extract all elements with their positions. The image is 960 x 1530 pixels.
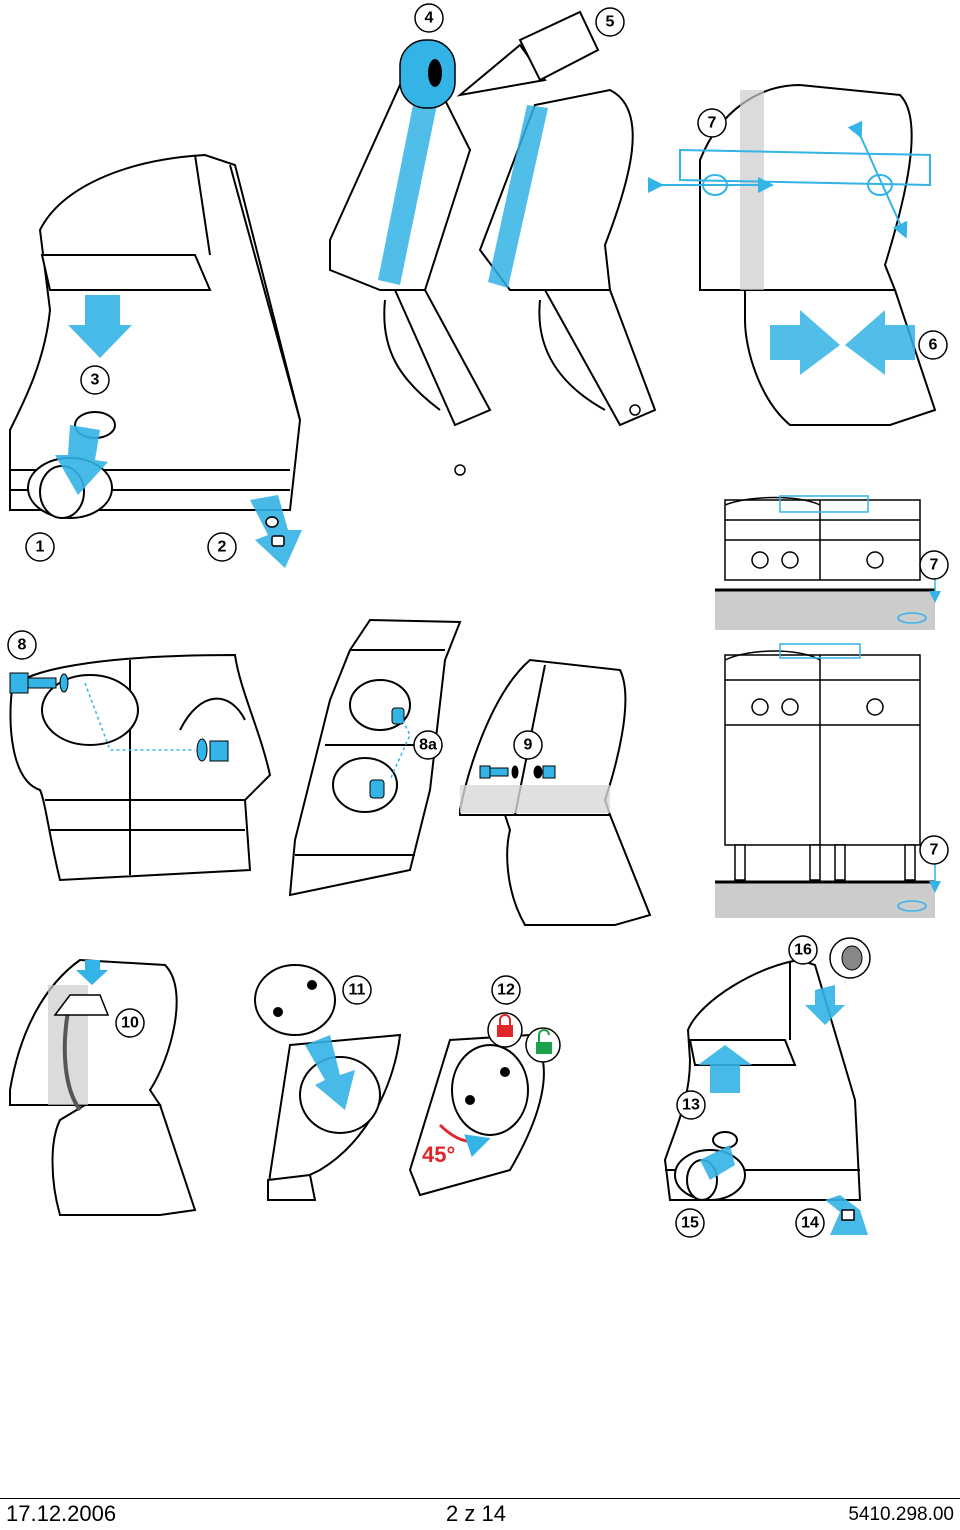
arrow-diagonal-icon xyxy=(305,1035,355,1110)
step-number-6: 6 xyxy=(929,337,938,354)
bolt-icon xyxy=(369,707,405,799)
figure-bolt-detail xyxy=(288,618,462,897)
alignment-bar xyxy=(779,643,861,659)
step-number-14: 14 xyxy=(801,1215,819,1232)
figure-sealing-tape xyxy=(329,83,657,427)
side-panel xyxy=(460,785,610,813)
step-number-15: 15 xyxy=(681,1215,699,1232)
padlock-closed-icon xyxy=(487,1012,523,1048)
figure-remove-knob xyxy=(9,153,302,519)
step-number-2: 2 xyxy=(218,539,227,556)
tape-strip xyxy=(378,95,548,288)
step-number-12: 12 xyxy=(497,982,515,999)
arrow-up-icon xyxy=(698,1045,752,1093)
alignment-line xyxy=(84,682,195,751)
step-number-7: 7 xyxy=(930,842,939,859)
push-arrows-icon xyxy=(770,310,915,375)
bolt-icon xyxy=(479,765,556,779)
angle-label: 45° xyxy=(422,1142,455,1167)
figure-joint-cover xyxy=(9,958,197,1216)
figure-adjust-feet-middle xyxy=(715,650,935,918)
tape-roll-icon xyxy=(399,39,456,109)
step-number-4: 4 xyxy=(425,10,434,27)
figure-rotate-lock xyxy=(408,1033,545,1197)
foot-screw-icon xyxy=(629,404,641,416)
knob-icon xyxy=(829,937,871,979)
step-number-8: 8 xyxy=(18,637,27,654)
step-number-16: 16 xyxy=(794,942,812,959)
step-badges xyxy=(7,3,949,1238)
joint-strip xyxy=(740,90,764,290)
step-number-7: 7 xyxy=(708,115,717,132)
page-footer: 17.12.2006 2 z 14 5410.298.00 xyxy=(0,1498,960,1530)
alignment-bar xyxy=(779,495,869,513)
cover-plate xyxy=(53,994,110,1016)
screw-icon xyxy=(841,1209,855,1221)
arrow-down-icon xyxy=(76,960,108,985)
bolt-icon xyxy=(9,672,229,762)
rotate-arrow-icon xyxy=(438,1123,491,1158)
step-number-1: 1 xyxy=(36,539,45,556)
step-number-3: 3 xyxy=(91,372,100,389)
padlock-open-icon xyxy=(525,1027,561,1063)
step-number-13: 13 xyxy=(682,1097,700,1114)
figure-insert-cap xyxy=(254,964,402,1201)
screw-icon xyxy=(265,516,285,547)
figure-join-modules xyxy=(699,83,937,426)
step-number-5: 5 xyxy=(606,14,615,31)
step-number-7: 7 xyxy=(930,557,939,574)
footer-document-number: 5410.298.00 xyxy=(848,1504,954,1525)
step-number-11: 11 xyxy=(349,982,366,999)
alignment-line xyxy=(389,714,411,781)
figure-reassemble xyxy=(663,958,862,1201)
step-number-9: 9 xyxy=(524,737,533,754)
glue-nozzle-icon xyxy=(456,10,600,97)
arrow-diagonal-icon xyxy=(55,425,302,568)
foot-screw-icon xyxy=(454,464,466,476)
figure-bolt-connection xyxy=(9,653,272,882)
arrow-down-icon xyxy=(68,295,132,358)
alignment-bar xyxy=(648,120,931,239)
footer-date: 17.12.2006 xyxy=(6,1501,117,1526)
figure-adjust-feet-top xyxy=(715,496,935,630)
footer-page-number: 2 z 14 xyxy=(446,1501,506,1526)
step-number-10: 10 xyxy=(121,1015,139,1032)
step-number-8a: 8a xyxy=(419,737,437,754)
